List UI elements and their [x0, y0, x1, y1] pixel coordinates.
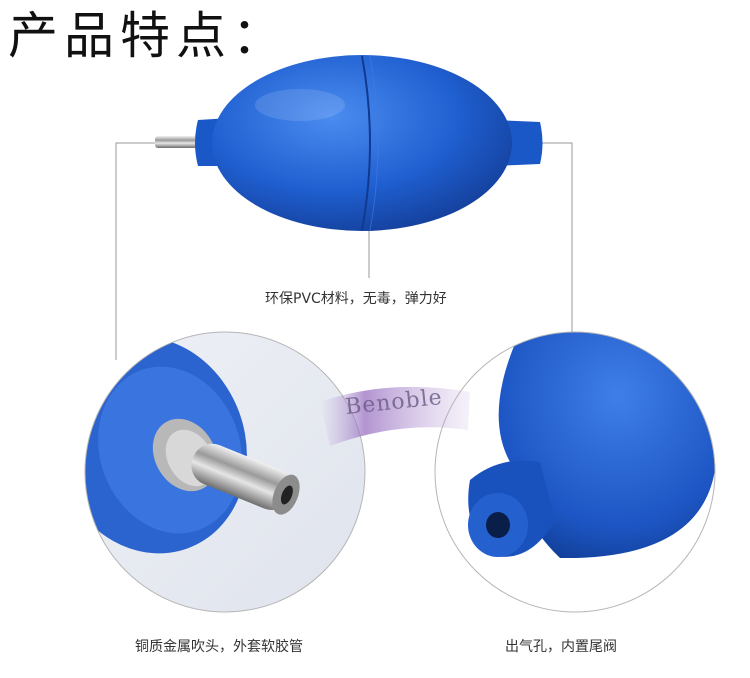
connector-left: [115, 142, 160, 360]
connector-lines: [115, 142, 573, 360]
metal-nozzle: [155, 136, 200, 148]
caption-nozzle: 铜质金属吹头，外套软胶管: [135, 639, 303, 655]
connector-right: [540, 142, 573, 332]
watermark-brush: [320, 386, 470, 446]
outlet-closeup: [435, 332, 715, 612]
nozzle-closeup: [85, 332, 365, 612]
bulb-body: [212, 55, 512, 231]
circle-frame-right: [434, 331, 716, 613]
caption-material: 环保PVC材料，无毒，弹力好: [265, 291, 447, 307]
page-title: 产品特点：: [8, 7, 288, 65]
blower-bulb: [155, 55, 543, 231]
caption-outlet: 出气孔，内置尾阀: [505, 639, 617, 655]
circle-frame-left: [84, 331, 366, 613]
